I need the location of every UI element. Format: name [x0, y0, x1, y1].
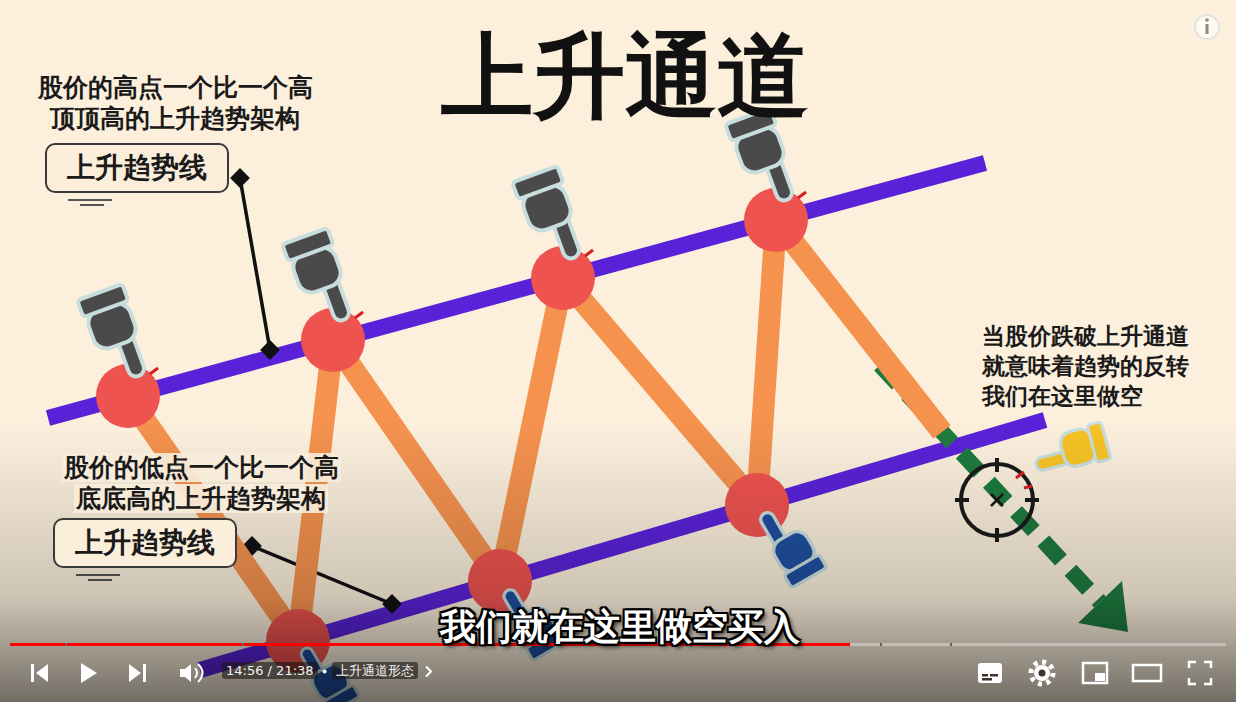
label-text: 当股价跌破上升通道 就意味着趋势的反转 我们在这里做空 [982, 323, 1189, 409]
miniplayer-icon [1083, 663, 1107, 683]
settings-icon [1031, 662, 1053, 684]
prev-button [31, 664, 34, 682]
chapter-gap [880, 643, 882, 646]
volume-icon [195, 668, 197, 678]
chevron-icon [426, 666, 431, 676]
trendline-box: 上升趋势线 [45, 143, 229, 193]
miniplayer-icon [1095, 673, 1105, 681]
next-button [143, 664, 146, 682]
label-text: 股价的高点一个比一个高 顶顶高的上升趋势架构 [38, 73, 313, 133]
subtitles-icon [978, 663, 1002, 683]
theater-icon [1133, 665, 1161, 681]
subtitle-caption: 我们就在这里做空买入 [440, 606, 800, 647]
annotation-text: 股价的低点一个比一个高 底底高的上升趋势架构 [56, 452, 346, 515]
chapter-title: 上升通道形态 [332, 663, 418, 680]
annotation-text: 股价的高点一个比一个高 顶顶高的上升趋势架构 [30, 72, 320, 135]
annotation-text: 当股价跌破上升通道 就意味着趋势的反转 我们在这里做空 [982, 322, 1201, 412]
settings-icon [1034, 665, 1050, 681]
time-display: 14:56 / 21:38 [222, 663, 318, 680]
settings-icon [1039, 670, 1046, 677]
next-button [129, 664, 141, 682]
volume-icon [198, 664, 203, 682]
chart-title: 上升通道 [441, 26, 809, 127]
label-text: 14:56 / 21:38 [222, 662, 318, 679]
subtitles-icon [982, 678, 992, 681]
volume-icon [180, 664, 191, 682]
bullet-dot [323, 669, 327, 673]
prev-button [36, 664, 48, 682]
box-label: 上升趋势线 [67, 151, 207, 185]
play-button [81, 663, 97, 683]
box-label: 上升趋势线 [75, 526, 215, 560]
label-text: 股价的低点一个比一个高 底底高的上升趋势架构 [62, 453, 341, 513]
label-text: 我们就在这里做空买入 [440, 606, 800, 647]
trendline-box: 上升趋势线 [53, 518, 237, 568]
subtitles-icon [990, 674, 998, 677]
subtitles-icon [982, 674, 988, 677]
chapter-gap [65, 643, 67, 646]
chapter-gap [242, 643, 244, 646]
chapter-gap [950, 643, 952, 646]
label-text: 上升通道形态 [332, 662, 418, 679]
fullscreen-icon [1189, 662, 1211, 684]
